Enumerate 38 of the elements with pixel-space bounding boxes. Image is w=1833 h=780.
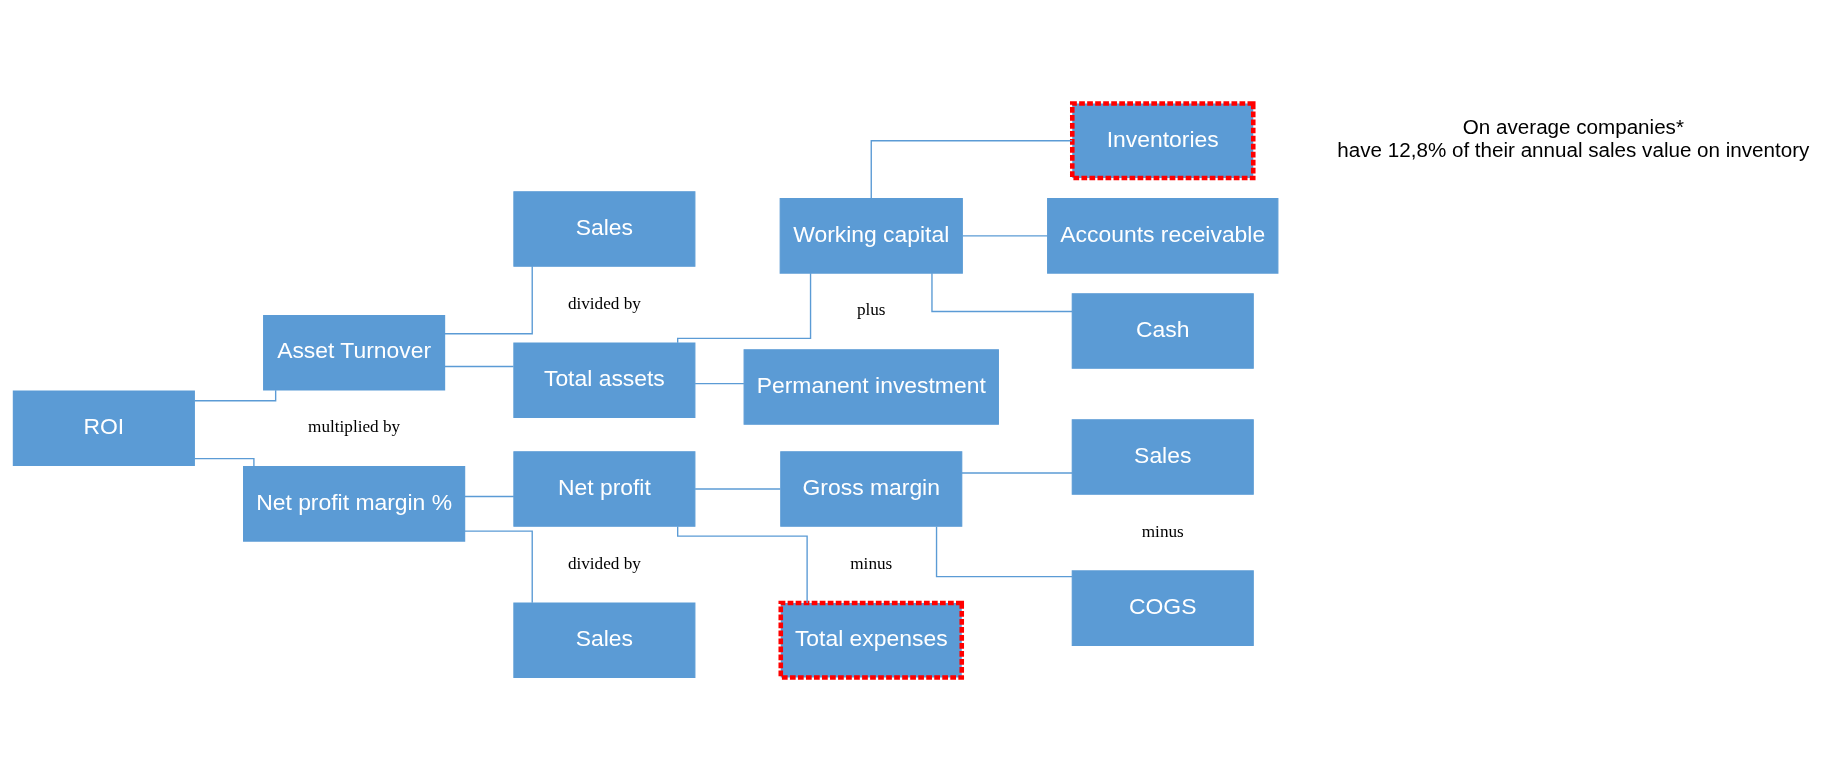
node-box: ROI xyxy=(12,390,195,466)
node-box: Sales xyxy=(1071,418,1254,495)
connector xyxy=(677,525,808,604)
node-box: Permanent investment xyxy=(743,348,999,425)
label: divided by xyxy=(567,553,641,573)
label: divided by xyxy=(567,293,641,313)
connector xyxy=(194,388,277,401)
connector xyxy=(962,234,1049,237)
node-box: Working capital xyxy=(779,197,963,274)
connector xyxy=(935,525,1073,577)
node-box: Total assets xyxy=(513,341,696,418)
node-box: Gross margin xyxy=(780,450,963,527)
node-box: Accounts receivable xyxy=(1047,197,1279,274)
node-box: Sales xyxy=(513,190,696,267)
node-box: COGS xyxy=(1071,569,1254,646)
label: On average companies* have 12,8% of their annual sales value on inventory xyxy=(1337,114,1810,161)
connector xyxy=(694,382,745,384)
node-box: Sales xyxy=(513,601,696,678)
connector xyxy=(694,487,782,490)
connector xyxy=(677,272,812,344)
label: minus xyxy=(1141,521,1184,541)
label: plus xyxy=(856,299,886,319)
connector xyxy=(931,272,1073,312)
node-box: Cash xyxy=(1071,292,1254,369)
node-box: Net profit xyxy=(513,450,696,527)
label: multiplied by xyxy=(308,416,401,436)
node-box: Net profit margin % xyxy=(243,465,466,542)
connector xyxy=(193,457,255,467)
connector xyxy=(870,139,1073,199)
connector xyxy=(444,265,533,334)
connector xyxy=(464,530,533,603)
connector xyxy=(961,471,1073,474)
node-box: Total expenses xyxy=(778,600,965,680)
node-box: Asset Turnover xyxy=(263,314,446,390)
connector xyxy=(464,495,515,497)
label: minus xyxy=(850,553,893,573)
node-box: Inventories xyxy=(1070,100,1256,180)
connector xyxy=(444,365,515,367)
